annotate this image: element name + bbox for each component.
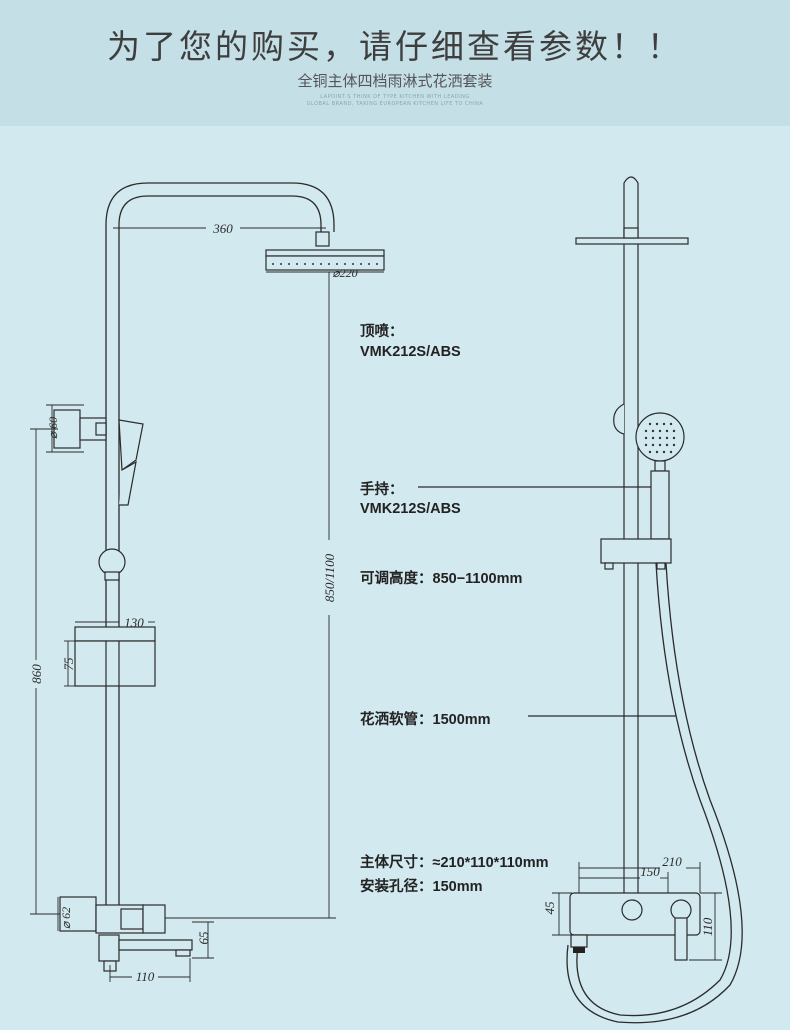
- spec-install-hole: 安装孔径：150mm: [360, 879, 483, 895]
- spec-adjustable-height: 可调高度：850−1100mm: [360, 571, 523, 587]
- tagline-line-2: GLOBAL BRAND, TAKING EUROPEAN KITCHEN LI…: [306, 101, 484, 107]
- dim-arm-length: 360: [212, 221, 233, 236]
- dim-body-depth: 110: [700, 917, 715, 936]
- dim-holder-diameter: ⌀ 60: [46, 417, 60, 439]
- dim-total-height: 860: [29, 664, 44, 684]
- spec-handheld-value: VMK212S/ABS: [360, 501, 461, 517]
- side-view: [418, 176, 743, 1024]
- spec-top-spray-value: VMK212S/ABS: [360, 344, 461, 360]
- dim-top-head-diameter: ⌀220: [332, 266, 357, 280]
- dim-height-range: 850/1100: [322, 553, 337, 602]
- dim-body-height: 45: [542, 901, 557, 915]
- spec-hose: 花洒软管：1500mm: [360, 712, 491, 728]
- dim-spout-width: 110: [136, 969, 155, 984]
- front-view: [30, 182, 385, 982]
- spec-body-size: 主体尺寸：≈210*110*110mm: [360, 855, 549, 871]
- dim-spout-height: 65: [196, 931, 211, 945]
- tagline-line-1: LAPOINT·S THINK OF TYPE KITCHEN WITH LEA…: [320, 94, 470, 100]
- dim-body-width: 210: [662, 854, 682, 869]
- dim-shelf-width: 130: [124, 615, 144, 630]
- page-subtitle: 全铜主体四档雨淋式花洒套装: [297, 72, 493, 90]
- spec-handheld-label: 手持：: [360, 482, 404, 498]
- dim-shelf-height: 75: [61, 657, 76, 671]
- page-title: 为了您的购买，请仔细查看参数！！: [107, 27, 683, 66]
- dim-body-width-inner: 150: [640, 864, 660, 879]
- spec-top-spray-label: 顶喷：: [360, 324, 404, 340]
- header-banner: [0, 0, 790, 126]
- dim-valve-diameter: ⌀ 62: [59, 907, 73, 929]
